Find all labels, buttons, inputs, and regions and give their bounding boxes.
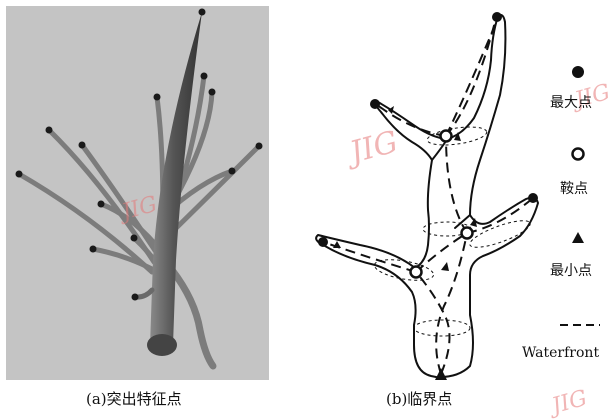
- saddle-point: [441, 131, 452, 142]
- arrow-head: [388, 106, 394, 114]
- panel-a-tree: [16, 9, 263, 367]
- legend-saddle-icon: [573, 149, 584, 160]
- shape-outline: [316, 15, 538, 377]
- saddle-point: [411, 267, 422, 278]
- feature-point: [90, 246, 97, 253]
- arrow-head: [441, 262, 449, 271]
- cross-section: [414, 320, 470, 336]
- saddle-point: [462, 228, 473, 239]
- legend-maximum-icon: [572, 66, 584, 78]
- feature-point: [209, 89, 216, 96]
- maximum-point: [492, 12, 502, 22]
- waterfront-path: [446, 18, 498, 136]
- arrow-heads: [333, 106, 477, 271]
- feature-point: [199, 9, 206, 16]
- feature-point: [16, 171, 23, 178]
- feature-point: [256, 143, 263, 150]
- feature-point: [131, 235, 138, 242]
- legend-minimum-label: 最小点: [550, 260, 592, 280]
- caption-a: (a)突出特征点: [86, 388, 182, 409]
- legend-saddle-label: 鞍点: [560, 178, 588, 198]
- feature-point: [132, 294, 139, 301]
- feature-point: [229, 168, 236, 175]
- minimum-point: [435, 368, 447, 380]
- waterfront-path: [446, 136, 467, 233]
- caption-b: (b)临界点: [386, 388, 452, 409]
- feature-point: [98, 201, 105, 208]
- panel-b-outline: [316, 15, 538, 377]
- maximum-point: [528, 193, 538, 203]
- waterfront-path: [416, 272, 450, 374]
- waterfront-path: [436, 233, 467, 374]
- maximum-point: [318, 237, 328, 247]
- feature-point: [46, 127, 53, 134]
- trunk: [150, 12, 202, 345]
- feature-point: [79, 142, 86, 149]
- trunk-base: [147, 334, 177, 356]
- legend-waterfront-label: Waterfront: [522, 345, 599, 361]
- feature-point: [201, 73, 208, 80]
- legend-maximum-label: 最大点: [550, 92, 592, 112]
- feature-point: [154, 94, 161, 101]
- maximum-point: [370, 99, 380, 109]
- arrow-head: [333, 241, 341, 248]
- branch-right-lower: [172, 270, 213, 366]
- legend-minimum-icon: [572, 232, 584, 243]
